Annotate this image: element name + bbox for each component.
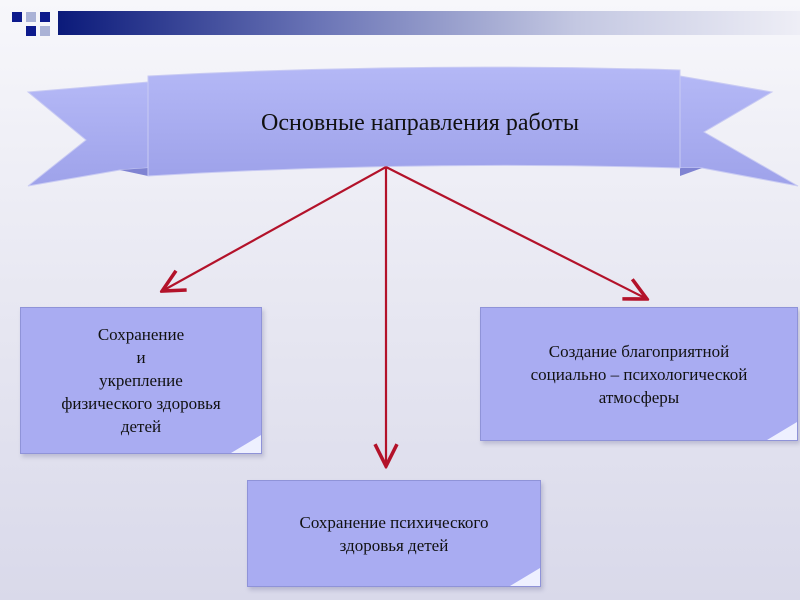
- box-line: детей: [120, 417, 162, 436]
- box-line: Сохранение: [97, 325, 185, 344]
- header-gradient-strip: [58, 11, 800, 35]
- box-mental-health: Сохранение психического здоровья детей: [247, 480, 541, 587]
- decorative-square-icon: [40, 26, 50, 36]
- decorative-square-icon: [12, 12, 22, 22]
- box-psychological-climate: Создание благоприятной социально – психо…: [480, 307, 798, 441]
- decorative-square-icon: [26, 12, 36, 22]
- page-curl-icon: [510, 568, 540, 586]
- box-psychological-climate-text: Создание благоприятной социально – психо…: [521, 340, 758, 409]
- box-line: социально – психологической: [530, 364, 748, 384]
- page-curl-icon: [767, 422, 797, 440]
- arrows: [164, 166, 645, 464]
- box-line: здоровья детей: [339, 535, 449, 555]
- decorative-square-icon: [26, 26, 36, 36]
- page-curl-icon: [231, 435, 261, 453]
- box-line: физического здоровья: [61, 394, 221, 413]
- ribbon-banner: [26, 66, 799, 187]
- box-line: Сохранение психического: [299, 512, 489, 532]
- diagram-title: Основные направления работы: [261, 109, 579, 136]
- ribbon-left-fold: [120, 168, 148, 176]
- box-line: и: [136, 348, 146, 367]
- arrow-to-left-box: [164, 166, 387, 290]
- box-physical-health: Сохранение и укрепление физического здор…: [20, 307, 262, 454]
- ribbon-right-fold: [680, 168, 702, 176]
- box-mental-health-text: Сохранение психического здоровья детей: [290, 511, 499, 557]
- header-decoration: [0, 0, 800, 50]
- box-line: укрепление: [99, 371, 183, 390]
- box-line: атмосферы: [598, 387, 680, 407]
- ribbon-center: [147, 66, 681, 177]
- decorative-square-icon: [40, 12, 50, 22]
- arrow-to-right-box: [385, 166, 645, 298]
- box-physical-health-text: Сохранение и укрепление физического здор…: [51, 323, 230, 438]
- box-line: Создание благоприятной: [548, 341, 730, 361]
